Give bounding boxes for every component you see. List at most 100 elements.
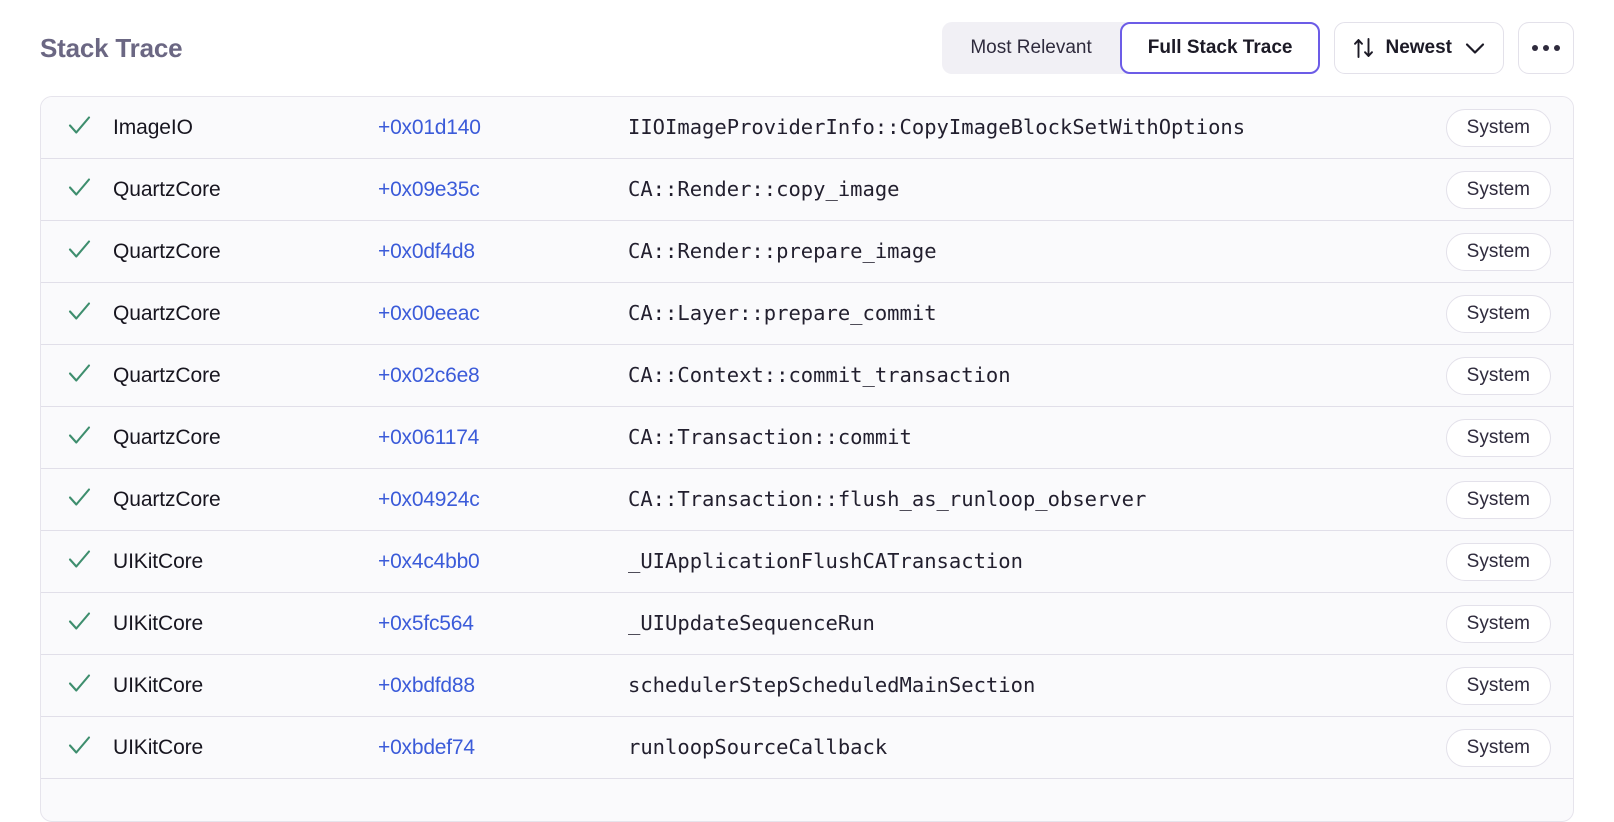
frame-offset-link[interactable]: +0x01d140 bbox=[378, 115, 481, 139]
status-badge: System bbox=[1445, 542, 1551, 581]
frame-module: QuartzCore bbox=[113, 239, 221, 263]
frame-module: QuartzCore bbox=[113, 301, 221, 325]
panel-header: Stack Trace Most Relevant Full Stack Tra… bbox=[40, 0, 1574, 96]
frame-symbol: CA::Layer::prepare_commit bbox=[628, 301, 937, 325]
frame-status bbox=[67, 733, 113, 763]
frame-symbol: runloopSourceCallback bbox=[628, 735, 888, 759]
status-badge: System bbox=[1445, 418, 1551, 457]
frame-status bbox=[67, 423, 113, 453]
frame-offset-link[interactable]: +0x061174 bbox=[378, 425, 480, 449]
frame-symbol: CA::Transaction::flush_as_runloop_observ… bbox=[628, 487, 1147, 511]
frame-symbol: IIOImageProviderInfo::CopyImageBlockSetW… bbox=[628, 115, 1246, 139]
check-icon bbox=[67, 733, 92, 763]
frame-status bbox=[67, 609, 113, 639]
frame-status bbox=[67, 485, 113, 515]
check-icon bbox=[67, 361, 92, 391]
frame-offset-link[interactable]: +0x02c6e8 bbox=[378, 363, 480, 387]
sort-button[interactable]: Newest bbox=[1334, 22, 1504, 74]
frame-module: UIKitCore bbox=[113, 611, 204, 635]
frame-status bbox=[67, 547, 113, 577]
check-icon bbox=[67, 485, 92, 515]
frame-badge-cell: System bbox=[1411, 542, 1551, 581]
table-row[interactable]: QuartzCore +0x061174 CA::Transaction::comm… bbox=[41, 407, 1573, 469]
table-row[interactable]: UIKitCore +0x4c4bb0 _UIApplicationFlushCAT… bbox=[41, 531, 1573, 593]
frame-module: QuartzCore bbox=[113, 177, 221, 201]
status-badge: System bbox=[1445, 604, 1551, 643]
frame-badge-cell: System bbox=[1411, 294, 1551, 333]
frame-status bbox=[67, 175, 113, 205]
frame-module: QuartzCore bbox=[113, 487, 221, 511]
check-icon bbox=[67, 547, 92, 577]
status-badge: System bbox=[1445, 232, 1551, 271]
frame-module: ImageIO bbox=[113, 115, 193, 139]
frame-module: UIKitCore bbox=[113, 549, 204, 573]
sort-label: Newest bbox=[1385, 37, 1452, 58]
frame-offset-link[interactable]: +0xbdef74 bbox=[378, 735, 475, 759]
frame-badge-cell: System bbox=[1411, 232, 1551, 271]
frame-status bbox=[67, 113, 113, 143]
table-row[interactable]: ImageIO +0x01d140 IIOImageProviderInfo::Co… bbox=[41, 97, 1573, 159]
frame-status bbox=[67, 299, 113, 329]
tab-most-relevant[interactable]: Most Relevant bbox=[942, 22, 1119, 74]
table-row[interactable]: QuartzCore +0x0df4d8 CA::Render::prepare_i… bbox=[41, 221, 1573, 283]
check-icon bbox=[67, 113, 92, 143]
frame-symbol: _UIApplicationFlushCATransaction bbox=[628, 549, 1023, 573]
frame-status bbox=[67, 671, 113, 701]
frame-offset-link[interactable]: +0xbdfd88 bbox=[378, 673, 475, 697]
frame-badge-cell: System bbox=[1411, 418, 1551, 457]
frame-offset-link[interactable]: +0x5fc564 bbox=[378, 611, 474, 635]
status-badge: System bbox=[1445, 170, 1551, 209]
stack-frame-list[interactable]: ImageIO +0x01d140 IIOImageProviderInfo::Co… bbox=[40, 96, 1574, 822]
frame-module: UIKitCore bbox=[113, 735, 204, 759]
table-row[interactable]: QuartzCore +0x02c6e8 CA::Context::commit_t… bbox=[41, 345, 1573, 407]
frame-offset-link[interactable]: +0x04924c bbox=[378, 487, 480, 511]
frame-symbol: CA::Transaction::commit bbox=[628, 425, 912, 449]
sort-arrows-icon bbox=[1353, 37, 1374, 59]
frame-offset-link[interactable]: +0x00eeac bbox=[378, 301, 480, 325]
frame-offset-link[interactable]: +0x4c4bb0 bbox=[378, 549, 480, 573]
frame-status bbox=[67, 361, 113, 391]
frame-module: UIKitCore bbox=[113, 673, 204, 697]
more-options-button[interactable] bbox=[1518, 22, 1574, 74]
frame-offset-link[interactable]: +0x09e35c bbox=[378, 177, 480, 201]
ellipsis-icon bbox=[1532, 45, 1560, 51]
frame-symbol: _UIUpdateSequenceRun bbox=[628, 611, 875, 635]
frame-badge-cell: System bbox=[1411, 108, 1551, 147]
status-badge: System bbox=[1445, 108, 1551, 147]
frame-module: QuartzCore bbox=[113, 363, 221, 387]
table-row[interactable]: UIKitCore +0xbdef74 runloopSourceCallback S… bbox=[41, 717, 1573, 779]
frame-offset-link[interactable]: +0x0df4d8 bbox=[378, 239, 475, 263]
check-icon bbox=[67, 175, 92, 205]
frame-status bbox=[67, 237, 113, 267]
frame-badge-cell: System bbox=[1411, 170, 1551, 209]
check-icon bbox=[67, 671, 92, 701]
table-row[interactable]: UIKitCore +0x5fc564 _UIUpdateSequenceRun Sy… bbox=[41, 593, 1573, 655]
frame-symbol: schedulerStepScheduledMainSection bbox=[628, 673, 1036, 697]
table-row[interactable]: UIKitCore +0xbdfd88 schedulerStepScheduled… bbox=[41, 655, 1573, 717]
frame-badge-cell: System bbox=[1411, 356, 1551, 395]
table-row[interactable]: QuartzCore +0x09e35c CA::Render::copy_imag… bbox=[41, 159, 1573, 221]
frame-symbol: CA::Render::copy_image bbox=[628, 177, 900, 201]
chevron-down-icon bbox=[1465, 42, 1485, 55]
check-icon bbox=[67, 609, 92, 639]
frame-badge-cell: System bbox=[1411, 604, 1551, 643]
status-badge: System bbox=[1445, 294, 1551, 333]
header-controls: Most Relevant Full Stack Trace Newest bbox=[942, 22, 1574, 74]
table-row[interactable]: QuartzCore +0x00eeac CA::Layer::prepare_co… bbox=[41, 283, 1573, 345]
check-icon bbox=[67, 237, 92, 267]
frame-badge-cell: System bbox=[1411, 728, 1551, 767]
status-badge: System bbox=[1445, 666, 1551, 705]
check-icon bbox=[67, 423, 92, 453]
frame-symbol: CA::Context::commit_transaction bbox=[628, 363, 1011, 387]
frame-badge-cell: System bbox=[1411, 480, 1551, 519]
page-title: Stack Trace bbox=[40, 32, 183, 63]
status-badge: System bbox=[1445, 356, 1551, 395]
frame-module: QuartzCore bbox=[113, 425, 221, 449]
table-row[interactable]: QuartzCore +0x04924c CA::Transaction::flus… bbox=[41, 469, 1573, 531]
check-icon bbox=[67, 299, 92, 329]
status-badge: System bbox=[1445, 480, 1551, 519]
stack-view-segmented-control[interactable]: Most Relevant Full Stack Trace bbox=[942, 22, 1321, 74]
tab-full-stack-trace[interactable]: Full Stack Trace bbox=[1119, 22, 1321, 74]
frame-symbol: CA::Render::prepare_image bbox=[628, 239, 937, 263]
